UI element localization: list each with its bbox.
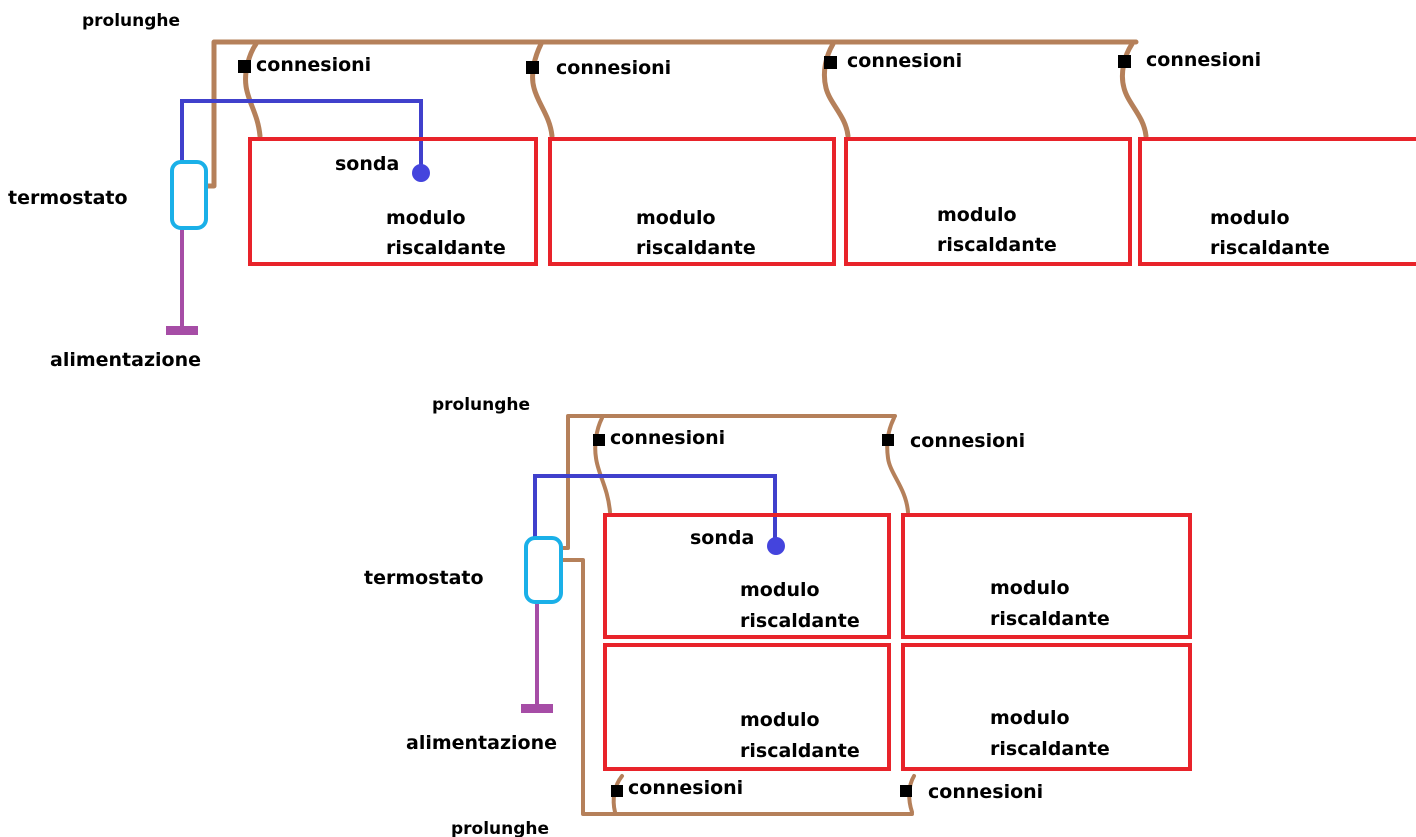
connector-icon [526, 61, 539, 74]
connector-icon [900, 785, 912, 797]
bottom-module-4-line1: modulo [990, 707, 1070, 729]
thermostat-icon [170, 160, 208, 230]
top-module-3-line1: modulo [937, 204, 1017, 226]
top-main-extension-wire [203, 39, 1139, 189]
probe-icon [767, 537, 785, 555]
bottom-prolunghe-bottom-label: prolunghe [451, 819, 549, 837]
top-alimentazione-label: alimentazione [50, 349, 201, 371]
top-module-box-2 [548, 137, 836, 266]
connector-icon [611, 785, 623, 797]
bottom-upper-drop-wire-1 [593, 416, 612, 514]
top-connection-label-4: connesioni [1146, 49, 1261, 71]
top-module-1-line2: riscaldante [386, 237, 506, 259]
top-probe-wire [180, 99, 423, 165]
bottom-connection-top-label-2: connesioni [910, 430, 1025, 452]
top-diagram: prolunghe termostato alimentazione sonda… [8, 11, 1416, 371]
connector-icon [882, 434, 894, 446]
top-module-2-line1: modulo [636, 207, 716, 229]
top-module-4-line1: modulo [1210, 207, 1290, 229]
top-prolunghe-label: prolunghe [82, 11, 180, 31]
bottom-module-box-1 [603, 513, 891, 639]
top-module-1-line1: modulo [386, 207, 466, 229]
bottom-prolunghe-top-label: prolunghe [432, 395, 530, 415]
bottom-module-3-line1: modulo [740, 709, 820, 731]
bottom-connection-top-label-1: connesioni [610, 427, 725, 449]
bottom-module-1-line1: modulo [740, 579, 820, 601]
top-connection-label-2: connesioni [556, 57, 671, 79]
top-sonda-label: sonda [335, 153, 399, 175]
thermostat-icon [524, 536, 563, 604]
top-module-box-1 [248, 137, 538, 266]
top-connection-label-3: connesioni [847, 50, 962, 72]
top-module-3-line2: riscaldante [937, 234, 1057, 256]
connector-icon [238, 60, 251, 73]
bottom-diagram: prolunghe prolunghe termostato alimentaz… [364, 395, 1192, 837]
bottom-probe-wire [533, 474, 777, 540]
bottom-lower-extension-wire [561, 558, 914, 816]
bottom-module-4-line2: riscaldante [990, 738, 1110, 760]
bottom-sonda-label: sonda [690, 527, 754, 549]
bottom-termostato-label: termostato [364, 567, 484, 589]
probe-icon [412, 164, 430, 182]
bottom-module-box-3 [603, 643, 891, 771]
top-module-box-3 [844, 137, 1132, 266]
top-module-4-line2: riscaldante [1210, 237, 1330, 259]
connector-icon [824, 56, 837, 69]
bottom-module-3-line2: riscaldante [740, 740, 860, 762]
bottom-module-2-line2: riscaldante [990, 608, 1110, 630]
top-drop-wire-1 [243, 41, 263, 139]
top-drop-wire-2 [530, 41, 555, 139]
bottom-connection-bottom-label-2: connesioni [928, 781, 1043, 803]
bottom-upper-drop-wire-2 [885, 416, 910, 514]
top-drop-wire-3 [821, 41, 851, 139]
connector-icon [1118, 55, 1131, 68]
top-module-box-4 [1138, 137, 1416, 266]
bottom-alimentazione-label: alimentazione [406, 732, 557, 754]
bottom-module-1-line2: riscaldante [740, 610, 860, 632]
bottom-module-2-line1: modulo [990, 577, 1070, 599]
power-terminal-icon [166, 326, 198, 335]
bottom-module-box-2 [901, 513, 1192, 639]
top-module-2-line2: riscaldante [636, 237, 756, 259]
bottom-connection-bottom-label-1: connesioni [628, 777, 743, 799]
power-terminal-icon [521, 704, 553, 713]
connector-icon [593, 434, 605, 446]
top-termostato-label: termostato [8, 187, 128, 209]
bottom-upper-extension-wire [557, 414, 897, 550]
bottom-module-box-4 [901, 643, 1192, 771]
top-connection-label-1: connesioni [256, 54, 371, 76]
